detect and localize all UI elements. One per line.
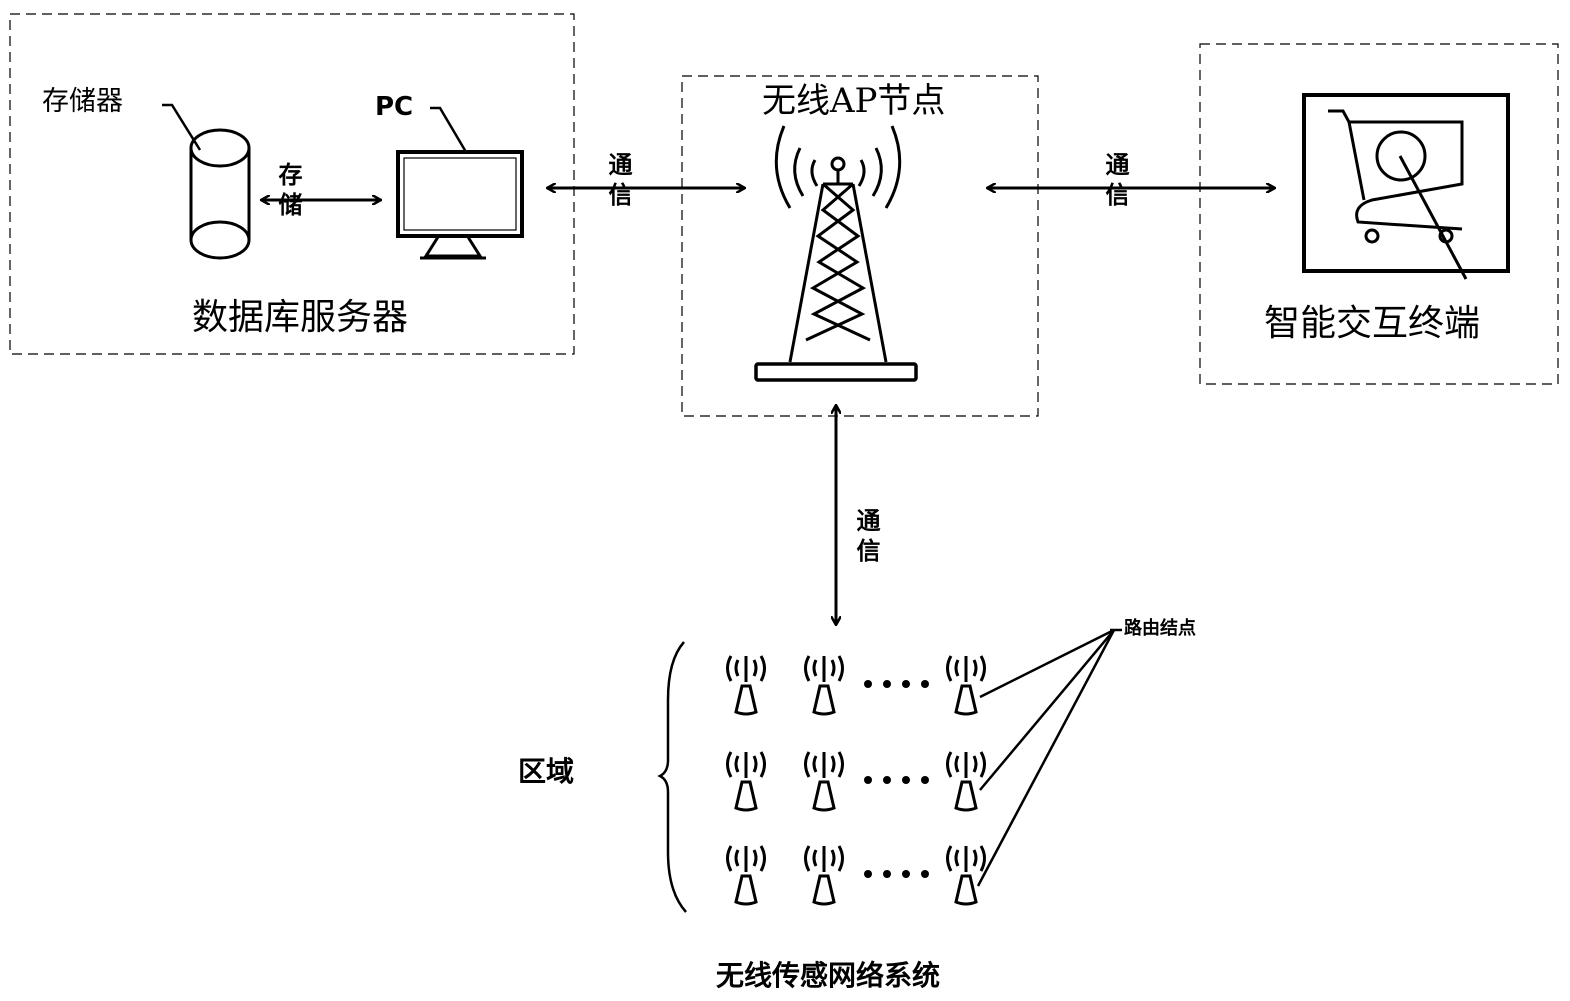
ellipsis-dot bbox=[902, 870, 910, 878]
storage-cylinder-icon bbox=[189, 128, 251, 260]
ap-node-title: 无线AP节点 bbox=[762, 81, 946, 121]
ellipsis-dot bbox=[883, 680, 891, 688]
sensor-node-icon bbox=[946, 845, 986, 906]
storage-label: 存储器 bbox=[42, 86, 123, 117]
router-node-label: 路由结点 bbox=[1124, 618, 1196, 639]
sensor-node-icon bbox=[804, 845, 844, 906]
database-server-title: 数据库服务器 bbox=[192, 297, 409, 338]
router-links bbox=[976, 628, 1122, 887]
terminal-box bbox=[1199, 43, 1559, 385]
sensor-node-icon bbox=[726, 751, 766, 812]
region-label: 区域 bbox=[518, 755, 575, 788]
sensor-network-title: 无线传感网络系统 bbox=[716, 959, 941, 992]
ellipsis-dot bbox=[921, 870, 929, 878]
ellipsis-dot bbox=[864, 680, 872, 688]
sensor-node-icon bbox=[726, 845, 766, 906]
storage-link-label: 存储 bbox=[274, 162, 302, 222]
sensor-node-icon bbox=[946, 751, 986, 812]
pc-leader-line bbox=[430, 106, 468, 153]
pc-label: PC bbox=[375, 92, 414, 122]
sensor-node-icon bbox=[726, 655, 766, 716]
ellipsis-dot bbox=[864, 870, 872, 878]
database-server-box bbox=[9, 13, 575, 355]
pc-monitor-icon bbox=[396, 150, 524, 260]
comm-label-right: 通信 bbox=[1101, 152, 1129, 212]
shopping-cart-terminal-icon bbox=[1302, 93, 1510, 280]
sensor-node-icon bbox=[946, 655, 986, 716]
ellipsis-dot bbox=[902, 776, 910, 784]
ap-tower-icon bbox=[754, 125, 918, 382]
ellipsis-dot bbox=[883, 870, 891, 878]
region-brace bbox=[657, 641, 687, 913]
terminal-title: 智能交互终端 bbox=[1264, 303, 1481, 344]
ap-node-box bbox=[681, 75, 1039, 417]
comm-label-down: 通信 bbox=[852, 508, 880, 568]
comm-label-left: 通信 bbox=[604, 152, 632, 212]
sensor-node-icon bbox=[804, 751, 844, 812]
ellipsis-dot bbox=[883, 776, 891, 784]
ellipsis-dot bbox=[921, 680, 929, 688]
sensor-node-icon bbox=[804, 655, 844, 716]
ellipsis-dot bbox=[864, 776, 872, 784]
ellipsis-dot bbox=[902, 680, 910, 688]
ellipsis-dot bbox=[921, 776, 929, 784]
storage-leader-line bbox=[162, 103, 202, 151]
